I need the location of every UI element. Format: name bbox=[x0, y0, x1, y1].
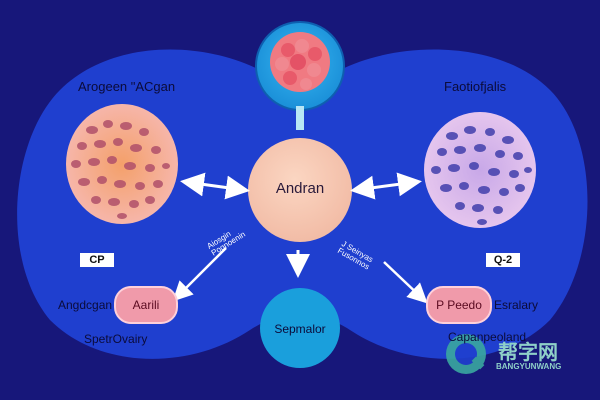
top-cell-cluster bbox=[255, 21, 345, 111]
watermark-title: 帮字网 bbox=[498, 342, 558, 364]
left-lower-label: Angdcgan bbox=[58, 298, 113, 312]
bottom-circle bbox=[260, 288, 340, 368]
left-badge: CP bbox=[80, 253, 114, 267]
center-circle bbox=[248, 138, 352, 242]
right-cell bbox=[424, 112, 536, 228]
arrow-center-right bbox=[350, 172, 422, 200]
arrow-center-left-pill bbox=[172, 247, 227, 302]
watermark-logo-icon bbox=[446, 334, 486, 374]
arrow-left-center bbox=[180, 172, 250, 200]
left-cell bbox=[66, 104, 178, 224]
right-pill: P Peedo bbox=[426, 286, 492, 324]
left-pill: Aarili bbox=[114, 286, 178, 324]
right-bottom-label: Capanpeoland bbox=[448, 330, 527, 344]
top-left-title: Arogeen "ACgan bbox=[78, 79, 176, 94]
left-bottom-label: SpetrOvairy bbox=[84, 332, 148, 346]
arrow-center-right-pill bbox=[383, 261, 428, 304]
top-connector bbox=[296, 106, 304, 130]
right-lower-label: Esralary bbox=[494, 298, 539, 312]
center-label: Andran bbox=[275, 180, 325, 197]
top-right-title: Faotiofjalis bbox=[444, 79, 507, 94]
bottom-center-label: Sepmalor bbox=[274, 322, 326, 336]
right-badge: Q-2 bbox=[486, 253, 520, 267]
watermark-subtitle: BANGYUNWANG bbox=[496, 362, 562, 371]
